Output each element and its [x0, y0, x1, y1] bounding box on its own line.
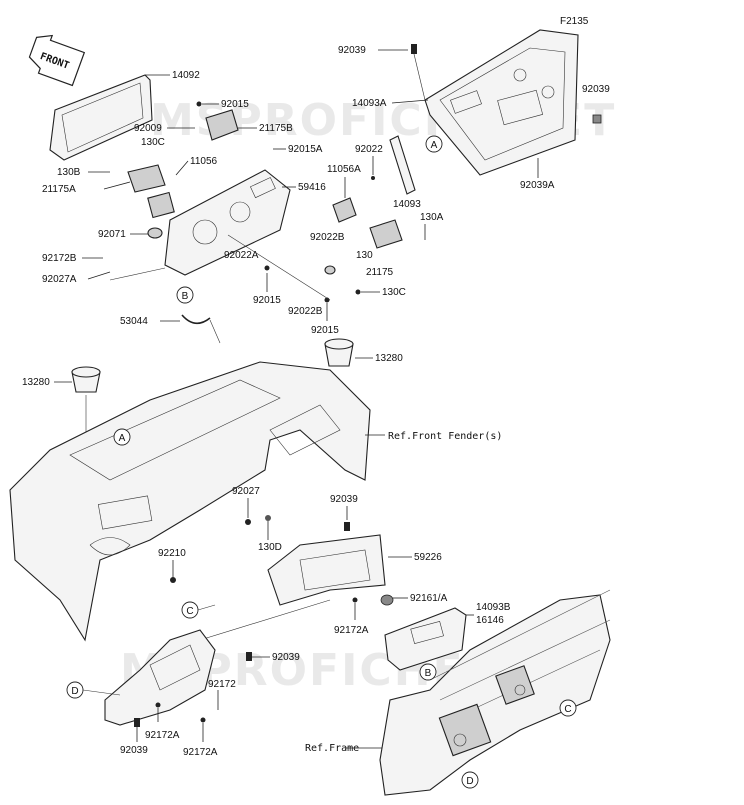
svg-text:D: D: [71, 686, 78, 697]
label-92172a-low2: 92172A: [183, 747, 218, 758]
svg-text:C: C: [564, 704, 571, 715]
label-14092: 14092: [172, 70, 200, 81]
cup-holder-left: [71, 366, 101, 393]
cover-14093b: [384, 607, 467, 671]
label-92172b: 92172B: [42, 253, 77, 264]
label-92009: 92009: [134, 123, 162, 134]
label-16146: 16146: [476, 615, 504, 626]
label-130c-top: 130C: [141, 137, 165, 148]
label-92039-bottom: 92039: [120, 745, 148, 756]
ref-front-fender: Ref.Front Fender(s): [388, 431, 502, 442]
label-53044: 53044: [120, 316, 148, 327]
label-21175a: 21175A: [42, 184, 76, 195]
label-92172a-low1: 92172A: [145, 730, 180, 741]
callout-d-bottom: [461, 771, 479, 789]
label-130d: 130D: [258, 542, 282, 553]
label-13280-right: 13280: [375, 353, 403, 364]
bracket-21175b: [205, 109, 239, 141]
gasket-92071: [147, 227, 163, 239]
label-92161a: 92161/A: [410, 593, 448, 604]
label-92022b-2: 92022B: [288, 306, 323, 317]
meter-cover-14092: [49, 74, 170, 161]
svg-text:D: D: [466, 776, 473, 787]
label-92039-low: 92039: [272, 652, 300, 663]
lower-left-cover: [104, 629, 216, 726]
svg-text:B: B: [425, 668, 432, 679]
clip-92039-top: [411, 44, 417, 54]
svg-text:A: A: [119, 433, 126, 444]
callout-b-top: [176, 286, 194, 304]
label-14093b: 14093B: [476, 602, 511, 613]
svg-text:C: C: [186, 606, 193, 617]
bracket-21175: [369, 219, 403, 249]
lower-panel-59226: [267, 534, 386, 606]
callout-b-bottom: [419, 663, 437, 681]
label-92015-b: 92015: [253, 295, 281, 306]
label-92172: 92172: [208, 679, 236, 690]
dashboard-panel: [9, 361, 371, 642]
bracket-14093: [389, 135, 416, 195]
label-130a: 130A: [420, 212, 444, 223]
label-92015a-cap: 92015A: [288, 144, 323, 155]
ref-frame: Ref.Frame: [305, 743, 359, 754]
label-21175b: 21175B: [259, 123, 293, 134]
label-11056a: 11056A: [327, 164, 361, 175]
label-92039-right: 92039: [582, 84, 610, 95]
label-92022a: 92022A: [224, 250, 259, 261]
label-92027: 92027: [232, 486, 260, 497]
label-92039-mid: 92039: [330, 494, 358, 505]
label-92015-c: 92015: [311, 325, 339, 336]
bracket-21175a: [127, 164, 166, 193]
label-130c-bot: 130C: [382, 287, 406, 298]
label-92022b-1: 92022B: [310, 232, 345, 243]
svg-text:B: B: [182, 291, 189, 302]
label-11056: 11056: [190, 156, 218, 167]
label-14093a: 14093A: [352, 98, 387, 109]
dash-panel-14093a: [424, 29, 579, 176]
svg-text:A: A: [431, 140, 438, 151]
callout-a-top: [425, 135, 443, 153]
label-130b: 130B: [57, 167, 81, 178]
callout-a-mid: [113, 428, 131, 446]
label-14093: 14093: [393, 199, 421, 210]
label-92210: 92210: [158, 548, 186, 559]
label-92015-a: 92015: [221, 99, 249, 110]
label-13280-left: 13280: [22, 377, 50, 388]
label-92027a: 92027A: [42, 274, 77, 285]
label-59226: 59226: [414, 552, 442, 563]
knob-11056: [147, 191, 175, 219]
label-92071: 92071: [98, 229, 126, 240]
label-59416: 59416: [298, 182, 326, 193]
front-arrow-icon: FRONT: [28, 34, 86, 87]
switch-11056a: [332, 197, 357, 223]
label-92039a: 92039A: [520, 180, 555, 191]
callout-c-right: [559, 699, 577, 717]
meter-housing-59416: [164, 169, 291, 276]
hose-53044: [181, 314, 211, 325]
label-92022: 92022: [355, 144, 383, 155]
cup-holder-right: [324, 338, 354, 367]
label-21175: 21175: [366, 267, 394, 278]
label-92172a-mid: 92172A: [334, 625, 369, 636]
label-92039-top: 92039: [338, 45, 366, 56]
frame: [379, 589, 611, 796]
page-code: F2135: [560, 16, 589, 27]
label-130: 130: [356, 250, 373, 261]
